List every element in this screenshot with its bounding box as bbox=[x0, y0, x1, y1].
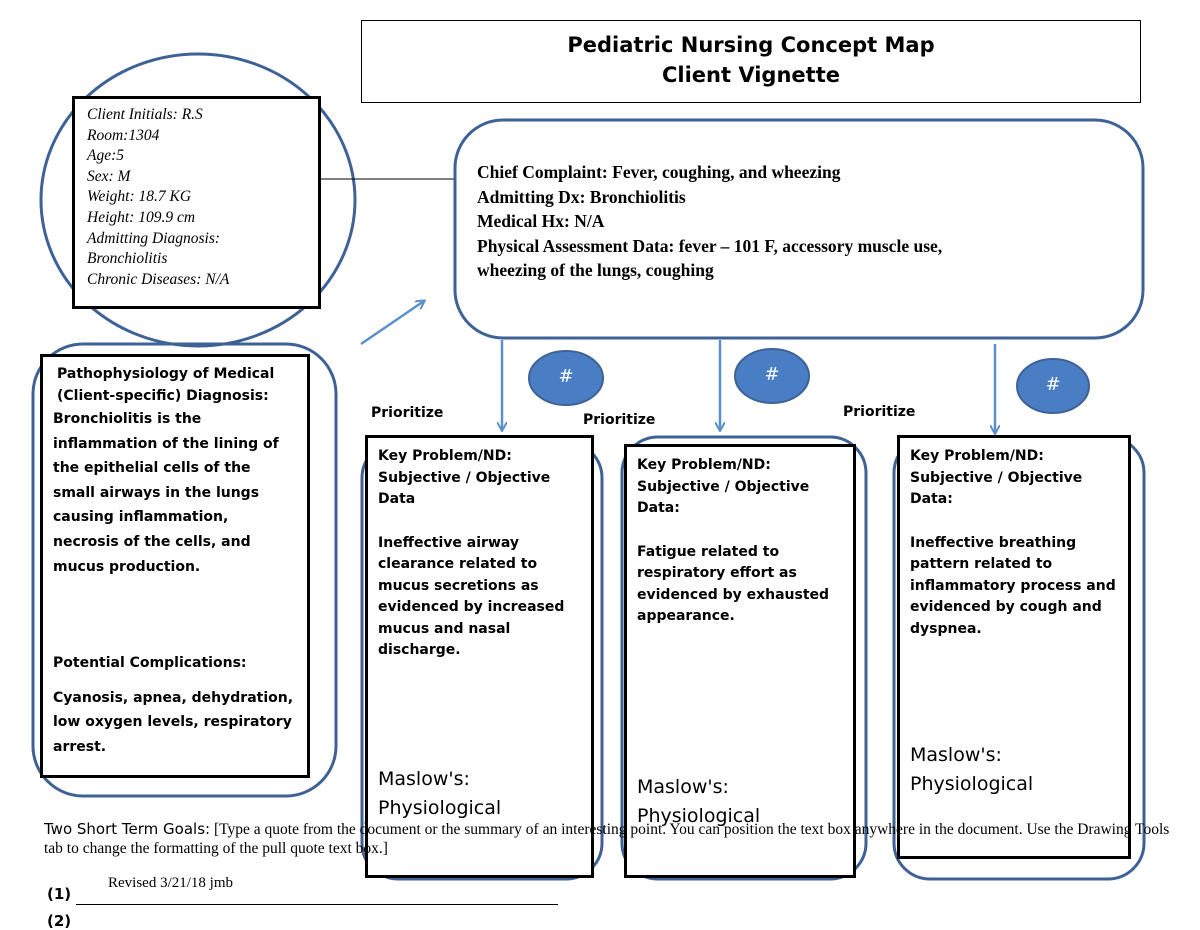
client-height: Height: 109.9 cm bbox=[87, 208, 196, 226]
client-info-box: Client Initials: R.S Room:1304 Age:5 Sex… bbox=[72, 96, 321, 309]
goal-1-label: (1) bbox=[47, 885, 72, 903]
badge-3[interactable]: # bbox=[1045, 374, 1061, 395]
kp2-heading: Key Problem/ND: Subjective / Objective D… bbox=[637, 457, 810, 516]
badge-2[interactable]: # bbox=[764, 364, 780, 385]
goal-2-label: (2) bbox=[47, 912, 72, 930]
complications-text: Cyanosis, apnea, dehydration, low oxygen… bbox=[53, 689, 294, 755]
kp1-heading: Key Problem/ND: Subjective / Objective D… bbox=[378, 448, 551, 507]
prioritize-label-2: Prioritize bbox=[583, 412, 656, 428]
title-line-1: Pediatric Nursing Concept Map bbox=[567, 33, 935, 57]
badge-circle-1 bbox=[528, 350, 604, 406]
chief-complaint-box bbox=[453, 118, 1145, 340]
key-problem-box-3: Key Problem/ND: Subjective / Objective D… bbox=[897, 435, 1131, 859]
diagonal-arrow bbox=[360, 301, 424, 346]
chief-complaint-line: Chief Complaint: Fever, coughing, and wh… bbox=[477, 162, 841, 182]
client-age: Age:5 bbox=[87, 147, 125, 165]
client-admitting-value: Bronchiolitis bbox=[87, 250, 168, 268]
chief-complaint-text: Chief Complaint: Fever, coughing, and wh… bbox=[477, 160, 1117, 283]
client-initials: Client Initials: R.S bbox=[87, 106, 203, 123]
admitting-dx-line: Admitting Dx: Bronchiolitis bbox=[477, 186, 686, 207]
patho-heading: Pathophysiology of Medical (Client-speci… bbox=[57, 366, 275, 404]
kp2-maslow: Maslow's: Physiological bbox=[637, 776, 761, 827]
goals-label: Two Short Term Goals: bbox=[44, 820, 211, 838]
goal-1-line[interactable] bbox=[76, 904, 558, 905]
client-sex: Sex: M bbox=[87, 167, 131, 185]
short-term-goals: Two Short Term Goals: [Type a quote from… bbox=[44, 820, 1184, 858]
kp1-maslow: Maslow's: Physiological bbox=[378, 768, 502, 819]
client-weight: Weight: 18.7 KG bbox=[87, 188, 192, 206]
title-box: Pediatric Nursing Concept Map Client Vig… bbox=[361, 20, 1141, 103]
assessment-line-2: wheezing of the lungs, coughing bbox=[477, 260, 714, 280]
badge-circle-3 bbox=[1016, 358, 1090, 414]
client-ellipse bbox=[39, 52, 357, 348]
kp1-text: Ineffective airway clearance related to … bbox=[378, 534, 565, 659]
prioritize-label-1: Prioritize bbox=[371, 405, 444, 421]
pathophysiology-box: Pathophysiology of Medical (Client-speci… bbox=[40, 354, 310, 778]
key-problem-box-2: Key Problem/ND: Subjective / Objective D… bbox=[624, 444, 856, 878]
key-problem-box-1: Key Problem/ND: Subjective / Objective D… bbox=[365, 435, 594, 878]
kp3-heading: Key Problem/ND: Subjective / Objective D… bbox=[910, 448, 1083, 507]
patho-text: Bronchiolitis is the inflammation of the… bbox=[53, 411, 279, 575]
title-line-2: Client Vignette bbox=[662, 63, 840, 87]
kp2-rounded-outline bbox=[620, 435, 868, 881]
prioritize-label-3: Prioritize bbox=[843, 404, 916, 420]
badge-1[interactable]: # bbox=[558, 366, 574, 387]
client-chronic: Chronic Diseases: N/A bbox=[87, 270, 230, 288]
goals-placeholder-text[interactable]: [Type a quote from the document or the s… bbox=[44, 821, 1170, 857]
client-admitting-label: Admitting Diagnosis: bbox=[87, 229, 221, 247]
complications-heading: Potential Complications: bbox=[53, 655, 247, 672]
patho-rounded-outline bbox=[31, 342, 338, 798]
kp3-maslow: Maslow's: Physiological bbox=[910, 744, 1034, 795]
revised-note: Revised 3/21/18 jmb bbox=[108, 875, 233, 891]
kp3-text: Ineffective breathing pattern related to… bbox=[910, 534, 1116, 637]
assessment-line-1: Physical Assessment Data: fever – 101 F,… bbox=[477, 235, 943, 256]
kp2-text: Fatigue related to respiratory effort as… bbox=[637, 543, 830, 625]
client-room: Room:1304 bbox=[87, 126, 160, 144]
badge-circle-2 bbox=[734, 348, 810, 404]
medical-hx-line: Medical Hx: N/A bbox=[477, 211, 605, 231]
